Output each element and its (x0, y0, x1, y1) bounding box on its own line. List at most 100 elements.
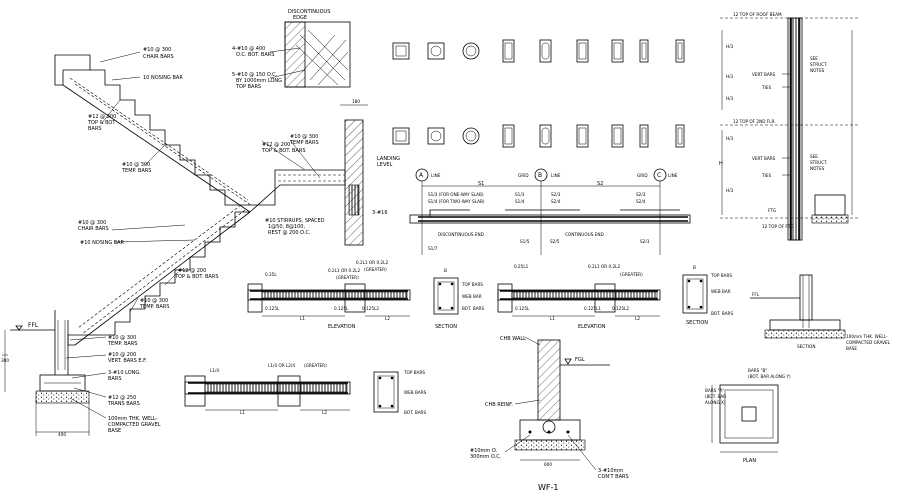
plan-bars-b: BARS "B" (748, 368, 767, 373)
svg-text:TEMP. BARS: TEMP. BARS (121, 168, 151, 174)
footing-plan: BARS "B" (BOT. BAR ALONG Y) BARS "A" (BO… (705, 368, 791, 464)
col-see-1: SEE (810, 56, 818, 61)
svg-text:3-#16: 3-#16 (372, 210, 388, 216)
svg-text:LANDING: LANDING (377, 156, 400, 162)
svg-text:#12 @ 200: #12 @ 200 (262, 142, 290, 148)
beam3-sec-top: TOP BARS (403, 370, 425, 375)
svg-text:DISCONTINUOUS: DISCONTINUOUS (288, 9, 330, 15)
stair-callout-6a: #10 NOSING BAR (80, 240, 125, 246)
wf-fgl: FGL (575, 357, 585, 363)
svg-text:BY 1000mm LONG: BY 1000mm LONG (236, 78, 282, 84)
beam2-title: ELEVATION (578, 324, 606, 330)
beam1-section-title: SECTION (435, 324, 457, 330)
stair-callout-1b: CHAIR BARS (143, 54, 174, 60)
svg-text:REST @ 200 O.C.: REST @ 200 O.C. (268, 230, 311, 236)
svg-text:#10 @ 300: #10 @ 300 (78, 220, 106, 226)
wf-bar-1: #10mm O. (470, 448, 498, 454)
svg-text:#10 STIRRUPS, SPACED: #10 STIRRUPS, SPACED (265, 218, 325, 224)
svg-text:3-#10 LONG.: 3-#10 LONG. (108, 370, 141, 376)
span-s2: S2 (597, 181, 603, 187)
lower-frac-1: S1/7 (428, 246, 438, 251)
landing-callout-2b: TEMP BARS (289, 140, 319, 146)
frac-c2: S2/4 (636, 199, 646, 204)
beam1-dim-b: B (444, 268, 447, 273)
section-shapes-row-1 (392, 39, 685, 63)
wf-cont-2: CON'T BARS (598, 474, 629, 480)
beam3-top-3: (GREATER) (304, 363, 327, 368)
plan-bars-a: BARS "A" (705, 388, 724, 393)
stirrups-note-b: 1@50, 8@100, (268, 224, 305, 230)
grid-b-line: LINE (551, 173, 561, 178)
ftg-section: SECTION (797, 344, 815, 349)
col-notes-2: NOTES (810, 166, 825, 171)
landing-level-b: LEVEL (377, 162, 393, 168)
stair-dim-height: 300 (1, 358, 9, 363)
beam2-dim-b: B (693, 265, 696, 270)
beam1-top-1: 0.25L (265, 272, 277, 277)
svg-text:10 NOSING BAR: 10 NOSING BAR (143, 75, 183, 81)
col-h3-1: H/3 (726, 44, 734, 49)
wf-title: WF-1 (538, 483, 559, 492)
end-label-discontinuous: DISCONTINUOUS END (438, 232, 484, 237)
svg-text:#12 @ 200: #12 @ 200 (88, 114, 116, 120)
wall-footing-wf1: CHB WALL FGL CHB REINF. #10mm O. 300mm O… (470, 336, 629, 492)
svg-text:BASE: BASE (108, 428, 121, 434)
svg-text:VERT. BARS E.F.: VERT. BARS E.F. (108, 358, 147, 364)
svg-text:TOP BARS: TOP BARS (235, 84, 261, 90)
svg-text:BARS: BARS (88, 126, 102, 132)
slab-reinforcement: A B C LINE LINE LINE GRID GRID S1 S2 S1/… (409, 168, 691, 255)
beam2-top-3: (GREATER) (620, 272, 643, 277)
plan-bars-a-note-2: ALONG X) (705, 400, 726, 405)
beam-1-elevation: 0.25L 0.2L1 OR 0.2L2 0.2L1 OR 0.2L2 (GRE… (247, 260, 484, 330)
footing-callout-1a: #10 @ 300 (108, 335, 136, 341)
svg-text:TRANS BARS: TRANS BARS (107, 401, 140, 407)
svg-text:100mm THK. WELL-: 100mm THK. WELL- (108, 416, 158, 422)
landing-level-a: LANDING (377, 156, 400, 162)
svg-text:1@50, 8@100,: 1@50, 8@100, (268, 224, 305, 230)
footing-callout-5b: COMPACTED GRAVEL (108, 422, 161, 428)
col-struct-1: STRUCT. (810, 62, 828, 67)
section-shapes-row-2 (392, 124, 685, 148)
lower-frac-4: S2/3 (640, 239, 650, 244)
grid-a-bubble: A (419, 172, 424, 179)
beam2-bot-1: 0.125L (515, 306, 530, 311)
beam2-top-2: 0.2L1 OR 0.2L2 (588, 264, 621, 269)
footing-callout-1b: TEMP. BARS (107, 341, 137, 347)
stair-callout-2a: 10 NOSING BAR (143, 75, 183, 81)
detail-title-a: DISCONTINUOUS (288, 9, 330, 15)
beam-3-elevation: L1/4 L1/4 OR L2/4 (GREATER) L1 L2 TOP BA… (184, 363, 427, 415)
beam2-span-l2: L2 (635, 316, 640, 321)
grid-word-b: GRID (518, 173, 529, 178)
stair-dim-width: 400 (58, 432, 66, 437)
landing-callout-2a: #10 @ 300 (290, 134, 318, 140)
col-h3-5: H/3 (726, 188, 734, 193)
footing-callout-3a: 3-#10 LONG. (108, 370, 141, 376)
stair-callout-8a: #10 @ 300 (140, 298, 168, 304)
beam-2-elevation: 0.25L1 0.2L1 OR 0.2L2 (GREATER) 0.125L 0… (497, 264, 733, 330)
slab-note-a2: S1/4 (FOR TWO-WAY SLAB) (428, 199, 485, 204)
footing-callout-4a: #12 @ 250 (108, 395, 136, 401)
frac-c1: S2/3 (636, 192, 646, 197)
beam2-section-title: SECTION (686, 320, 708, 326)
wf-dim: 600 (544, 462, 552, 467)
beam3-sec-bot: BOT. BARS (404, 410, 426, 415)
column-elevation: 12 TOP OF ROOF BEAM 12 TOP OF 2ND FLR. 1… (719, 12, 860, 241)
svg-text:TEMP. BARS: TEMP. BARS (139, 304, 169, 310)
beam1-sec-top: TOP BARS (461, 282, 483, 287)
col-ftg: FTG (768, 208, 776, 213)
wf-bar-2: 300mm O.C. (470, 454, 502, 460)
svg-text:EDGE: EDGE (293, 15, 307, 21)
lower-frac-3: S2/5 (550, 239, 560, 244)
footing-callout-2a: #10 @ 200 (108, 352, 136, 358)
ffl-label: FFL (28, 322, 39, 329)
svg-text:4-#10 @ 400: 4-#10 @ 400 (232, 46, 265, 52)
col-vert-2: VERT BARS (752, 156, 776, 161)
beam3-sec-web: WEB BARS (404, 390, 427, 395)
col-ties-1: TIES (761, 85, 771, 90)
svg-text:#12 @ 200: #12 @ 200 (178, 268, 206, 274)
beam2-top-1: 0.25L1 (514, 264, 529, 269)
svg-text:CHAIR BARS: CHAIR BARS (78, 226, 109, 232)
svg-text:5-#10 @ 150 O.C.: 5-#10 @ 150 O.C. (232, 72, 278, 78)
wf-cont-1: 3-#10mm (598, 468, 623, 474)
grid-b-bubble: B (538, 172, 542, 179)
